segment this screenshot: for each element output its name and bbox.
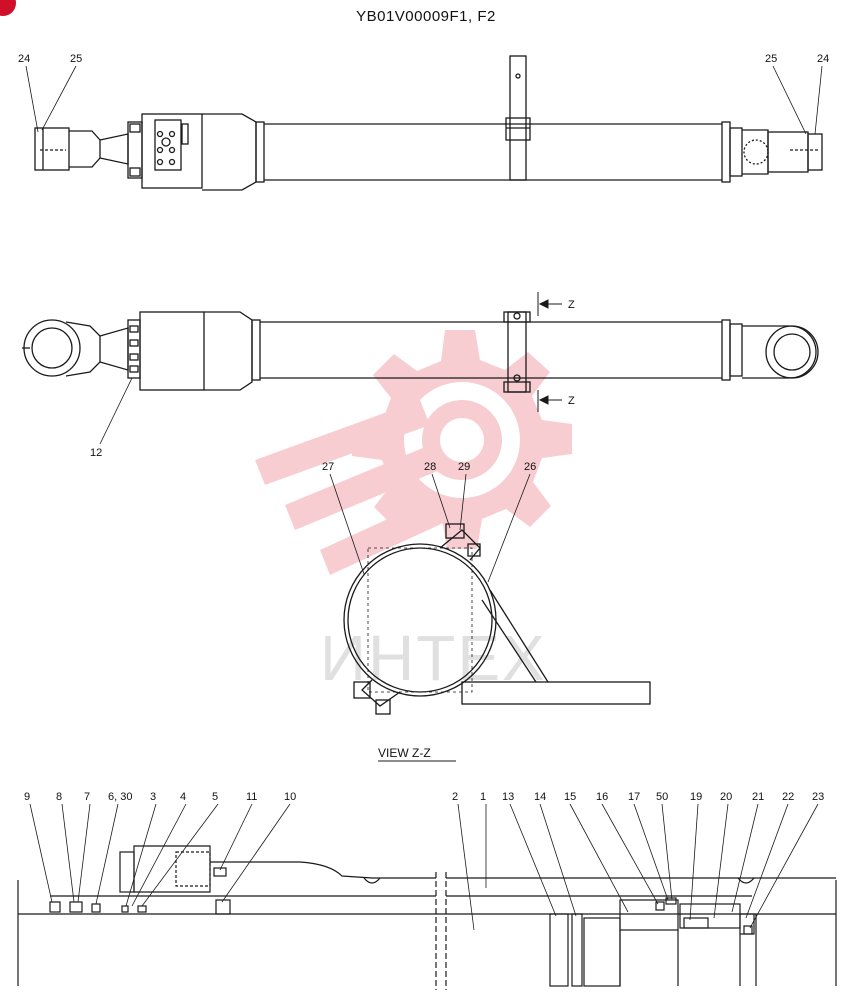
section-mark-label: Z: [568, 395, 575, 407]
view-label: VIEW Z-Z: [378, 746, 431, 760]
callout-label: 1: [480, 791, 486, 803]
callout-label: 3: [150, 791, 156, 803]
callout-label: 24: [18, 53, 30, 65]
section-marks: [537, 292, 562, 412]
callout-label: 2: [452, 791, 458, 803]
callout-label: 14: [534, 791, 546, 803]
callout-label: 25: [70, 53, 82, 65]
cylinder-top-view: [22, 311, 819, 393]
callout-label: 5: [212, 791, 218, 803]
drawing-title: YB01V00009F1, F2: [356, 8, 496, 25]
callout-label: 29: [458, 461, 470, 473]
corner-badge: [0, 0, 16, 16]
callout-label: 19: [690, 791, 702, 803]
callout-label: 7: [84, 791, 90, 803]
callout-label: 11: [246, 791, 257, 803]
gear-icon: ИНТЕХ: [255, 330, 572, 694]
callout-label: 50: [656, 791, 668, 803]
callout-label: 26: [524, 461, 536, 473]
clamp-section-view: [343, 523, 651, 715]
callout-label: 6, 30: [108, 791, 132, 803]
callout-label: 28: [424, 461, 436, 473]
callout-label: 20: [720, 791, 732, 803]
cylinder-section-view: [17, 845, 837, 990]
callout-label: 4: [180, 791, 186, 803]
callouts-top: 24 25 25 24: [18, 53, 829, 135]
callout-label: 22: [782, 791, 794, 803]
callout-label: 24: [817, 53, 829, 65]
callout-label: 8: [56, 791, 62, 803]
callout-label: 16: [596, 791, 608, 803]
callouts-bottom: 9 8 7 6, 30 3 4 5 11 10 2 1 13 14 15 16 …: [24, 791, 824, 931]
callout-label: 27: [322, 461, 334, 473]
cylinder-side-view: [34, 55, 823, 191]
callout-label: 9: [24, 791, 30, 803]
callout-label: 13: [502, 791, 514, 803]
callout-label: 10: [284, 791, 296, 803]
callout-label: 25: [765, 53, 777, 65]
callout-label: 17: [628, 791, 640, 803]
callout-label: 15: [564, 791, 576, 803]
section-mark-label: Z: [568, 299, 575, 311]
callout-label: 12: [90, 447, 102, 459]
callout-label: 23: [812, 791, 824, 803]
callouts-clamp: 27 28 29 26: [322, 461, 536, 583]
callout-label: 21: [752, 791, 764, 803]
